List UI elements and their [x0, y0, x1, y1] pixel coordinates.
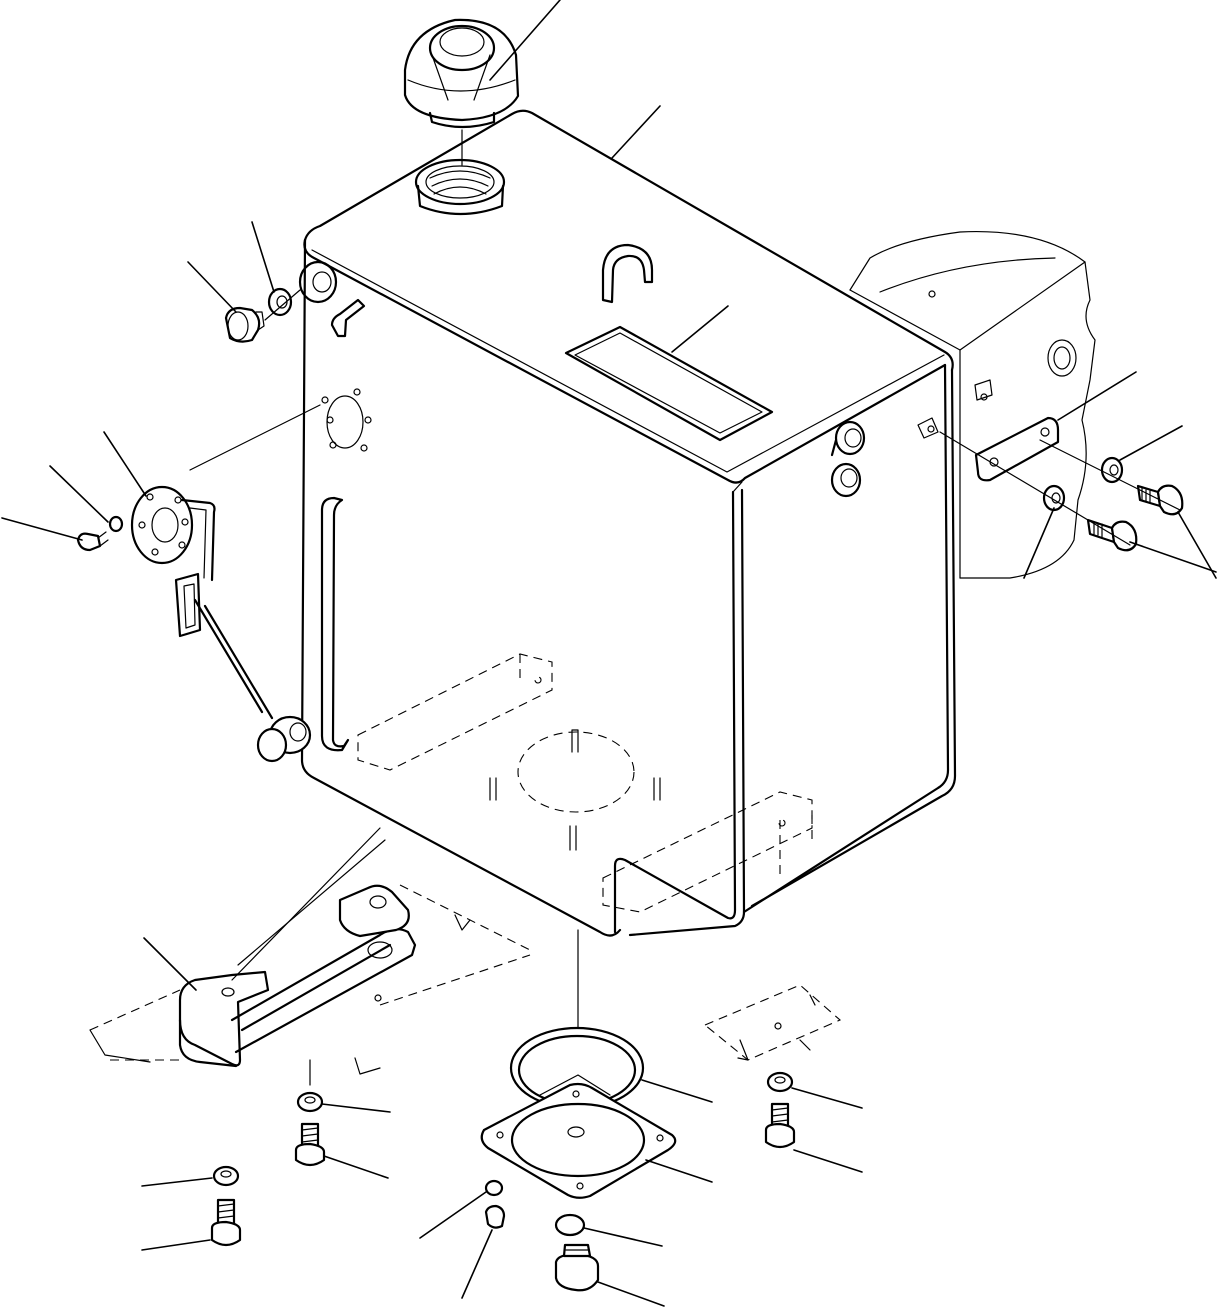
washer-icon [212, 1071, 794, 1187]
plug-icon [554, 1243, 600, 1292]
screw-icon [484, 1204, 506, 1229]
filler-cap-icon [403, 18, 520, 166]
bracket-icon [974, 416, 1060, 482]
screw-icon [76, 531, 109, 552]
nameplate-icon [564, 325, 774, 442]
cover-plate-icon [480, 1074, 677, 1199]
float-icon [174, 572, 312, 763]
washer-icon [108, 515, 124, 533]
tank-body [298, 109, 957, 937]
washer-icon [1042, 456, 1124, 512]
flange-icon [130, 485, 216, 582]
bolt-icon [210, 1102, 796, 1247]
frame-plate [703, 984, 842, 1061]
washer-icon [267, 287, 293, 317]
support-bracket-left [89, 884, 531, 1075]
bolt-icon [1086, 484, 1184, 552]
frame-section [849, 230, 1096, 579]
filler-neck-icon [414, 158, 506, 216]
plug-icon [224, 306, 265, 343]
tank-hidden-details [357, 653, 813, 913]
washer-icon [484, 1179, 586, 1237]
